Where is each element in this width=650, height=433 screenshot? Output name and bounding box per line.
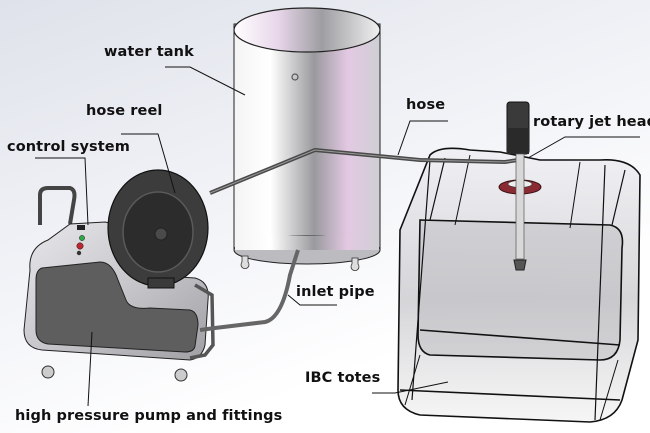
label-water-tank: water tank bbox=[104, 44, 194, 60]
label-hose-reel: hose reel bbox=[86, 103, 163, 119]
tank-rim bbox=[233, 7, 381, 53]
jet-nozzle bbox=[513, 259, 527, 271]
ibc-outer-shell bbox=[397, 147, 641, 423]
leader-hose bbox=[397, 120, 448, 156]
control-display bbox=[77, 225, 85, 230]
inlet-pipe bbox=[199, 249, 300, 332]
hose-reel bbox=[107, 169, 209, 289]
leader-rotary-jet-head bbox=[527, 136, 640, 159]
label-pump: high pressure pump and fittings bbox=[15, 408, 283, 424]
tank-port-icon bbox=[291, 73, 299, 81]
pump-caster bbox=[41, 365, 55, 379]
pump-handle bbox=[38, 186, 77, 225]
label-control-system: control system bbox=[7, 139, 130, 155]
jet-lance bbox=[515, 153, 525, 260]
stop-button-icon bbox=[76, 242, 84, 250]
tank-caster bbox=[240, 255, 250, 270]
leader-lines bbox=[35, 66, 640, 407]
start-button-icon bbox=[79, 235, 85, 241]
pump-unit bbox=[23, 186, 215, 382]
leader-inlet-pipe bbox=[287, 294, 337, 306]
leader-pump bbox=[87, 331, 93, 407]
leader-hose-reel bbox=[121, 133, 176, 194]
leader-water-tank bbox=[165, 66, 246, 96]
ibc-tote bbox=[397, 147, 641, 423]
label-inlet-pipe: inlet pipe bbox=[296, 284, 375, 300]
control-panel bbox=[76, 225, 85, 256]
water-tank bbox=[233, 7, 381, 272]
tank-caster bbox=[350, 257, 360, 272]
pump-caster bbox=[174, 368, 188, 382]
reel-axle bbox=[154, 227, 168, 241]
leader-ibc-totes bbox=[372, 381, 449, 394]
reel-mount bbox=[147, 277, 175, 289]
label-hose: hose bbox=[406, 97, 446, 113]
label-rotary-jet-head: rotary jet head bbox=[533, 114, 650, 130]
leader-control-system bbox=[35, 157, 89, 226]
selector-switch-icon bbox=[76, 250, 82, 256]
ibc-inner-wall bbox=[417, 219, 624, 361]
ibc-bottom-edge bbox=[419, 329, 621, 346]
label-ibc-totes: IBC totes bbox=[305, 370, 381, 386]
pump-front-panel bbox=[35, 261, 199, 353]
rotary-jet-head bbox=[498, 101, 542, 271]
tank-body bbox=[233, 23, 381, 251]
